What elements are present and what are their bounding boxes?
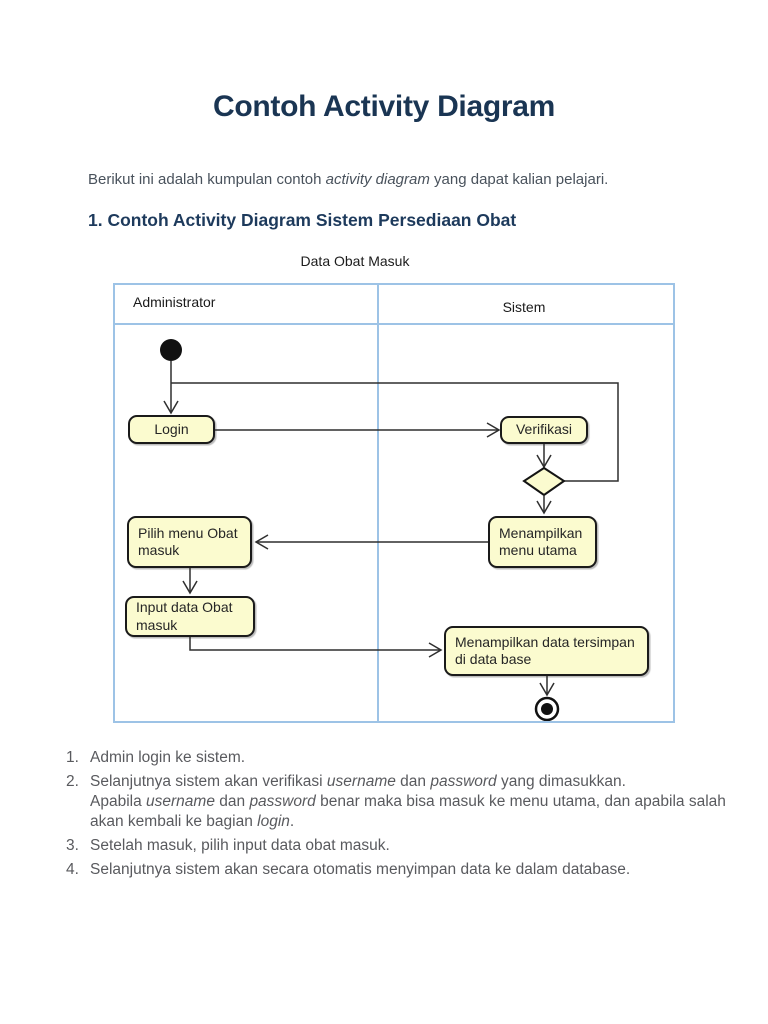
note-italic-term: username [146, 793, 215, 810]
page-title: Contoh Activity Diagram [212, 90, 556, 123]
list-number: 4. [66, 861, 79, 878]
intro-paragraph: Berikut ini adalah kumpulan contoh activ… [88, 170, 708, 189]
list-number: 3. [66, 837, 79, 854]
arrowhead-into-end [539, 682, 555, 697]
node-label-line: di data base [455, 651, 532, 667]
note-text-segment: Admin login ke sistem. [90, 749, 246, 766]
arrowhead-into-login [163, 400, 179, 415]
note-italic-term: username [326, 773, 396, 790]
note-text-segment: dan [214, 793, 250, 810]
note-text-segment: yang dimasukkan. [496, 773, 626, 790]
note-text-segment: dan [395, 773, 431, 790]
node-label-line: Pilih menu Obat [138, 524, 238, 541]
list-item-text: Selanjutnya sistem akan verifikasi usern… [90, 772, 726, 832]
intro-text: Berikut ini adalah kumpulan contoh [88, 171, 326, 188]
list-item-3: 3. Setelah masuk, pilih input data obat … [66, 836, 726, 856]
list-number: 1. [66, 749, 79, 766]
start-node [160, 339, 182, 361]
list-item-1: 1. Admin login ke sistem. [66, 748, 726, 768]
node-label-line: Input data Obat [136, 599, 233, 615]
note-text-segment: Selanjutnya sistem akan verifikasi [90, 773, 327, 790]
intro-italic-term: activity diagram [325, 171, 430, 188]
flow-input-to-tersimpan [189, 637, 441, 651]
node-label-line: menu utama [499, 542, 577, 558]
lane-label-administrator: Administrator [133, 294, 216, 310]
note-text-segment: Apabila [90, 793, 147, 810]
note-text-segment: Setelah masuk, pilih input data obat mas… [90, 837, 390, 854]
flow-loop-back-to-login [171, 382, 619, 482]
activity-node-pilih-menu-obat-masuk: Pilih menu Obat masuk [127, 516, 252, 568]
node-label-line: Menampilkan data tersimpan [455, 633, 635, 650]
lane-header-separator [115, 323, 673, 325]
list-item-2: 2. Selanjutnya sistem akan verifikasi us… [66, 772, 726, 832]
activity-diagram-swimlane-table: Administrator Sistem [113, 283, 675, 723]
decision-diamond [522, 466, 566, 497]
note-italic-term: password [430, 773, 497, 790]
arrowhead-into-pilih [254, 534, 269, 550]
activity-node-menampilkan-data-tersimpan: Menampilkan data tersimpan di data base [444, 626, 649, 676]
lane-label-sistem: Sistem [502, 299, 546, 315]
note-text-segment: akan kembali ke bagian [90, 813, 258, 830]
note-text-segment: benar maka bisa masuk ke menu utama, dan… [315, 793, 726, 810]
arrowhead-into-tersimpan [428, 642, 443, 658]
arrowhead-into-verifikasi [486, 422, 501, 438]
activity-node-login: Login [128, 415, 215, 444]
activity-node-menampilkan-menu-utama: Menampilkan menu utama [488, 516, 597, 568]
activity-node-input-data-obat-masuk: Input data Obat masuk [125, 596, 255, 637]
activity-node-verifikasi: Verifikasi [500, 416, 588, 444]
list-number: 2. [66, 773, 79, 790]
list-item-text: Admin login ke sistem. [90, 748, 726, 768]
list-item-text: Selanjutnya sistem akan secara otomatis … [90, 860, 726, 880]
lane-divider [377, 285, 379, 721]
list-item-text: Setelah masuk, pilih input data obat mas… [90, 836, 726, 856]
list-item-4: 4. Selanjutnya sistem akan secara otomat… [66, 860, 726, 880]
node-label-line: masuk [136, 616, 178, 633]
node-label: Verifikasi [515, 421, 573, 438]
node-label-line: Menampilkan [499, 524, 583, 541]
section-heading: 1. Contoh Activity Diagram Sistem Persed… [88, 210, 517, 230]
node-label-line: masuk [138, 542, 180, 558]
note-italic-term: password [249, 793, 316, 810]
arrowhead-into-input [182, 580, 198, 595]
node-label: Login [154, 420, 189, 437]
note-text-segment: Selanjutnya sistem akan secara otomatis … [90, 861, 631, 878]
arrowhead-into-menu [536, 500, 552, 515]
note-text-segment: . [289, 813, 295, 830]
intro-text-cont: yang dapat kalian pelajari. [429, 171, 609, 188]
note-italic-term: login [257, 813, 290, 830]
flow-lines-layer [160, 339, 619, 721]
end-node-core [541, 703, 553, 715]
diagram-caption: Data Obat Masuk [300, 253, 410, 269]
notes-list: 1. Admin login ke sistem. 2. Selanjutnya… [66, 748, 726, 884]
